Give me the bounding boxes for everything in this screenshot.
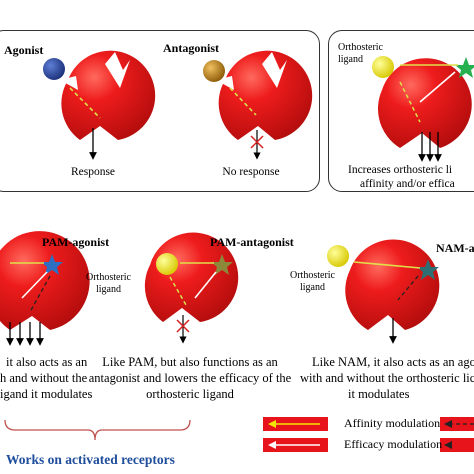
- increases-text-2: affinity and/or effica: [360, 178, 455, 190]
- efficacy-arrow-pam-agonist: [21, 271, 48, 299]
- pam-antagonist-desc-1: Like PAM, but also functions as an: [102, 355, 278, 369]
- agonist-ball: [43, 58, 65, 80]
- agonist-antagonist-panel: [0, 30, 320, 192]
- pam-agonist-desc-2: h and without the: [0, 371, 88, 385]
- agonist-response-text: Response: [70, 166, 116, 178]
- efficacy-arrow-nam: [397, 275, 419, 301]
- receptor-agonist: [60, 50, 156, 140]
- nam-agonist-desc-3: it modulates: [348, 387, 410, 401]
- pam-agonist-desc-3: igand it modulates: [0, 387, 93, 401]
- orthosteric-ligand-label: Orthosteric ligand: [338, 42, 383, 65]
- pam-antagonist-label: PAM-antagonist: [210, 235, 294, 249]
- efficacy-arrow-top: [419, 71, 456, 103]
- block-cross-icon-2: [176, 319, 190, 333]
- efficacy-legend-arrow: [263, 438, 328, 452]
- agonist-label: Agonist: [4, 43, 44, 57]
- receptor-pam: [378, 58, 472, 148]
- antagonist-signal-arrow: [229, 87, 257, 116]
- antagonist-ball: [203, 60, 225, 82]
- block-cross-icon: [250, 135, 264, 149]
- pam-antagonist-desc-2: antagonist and lowers the efficacy of th…: [88, 371, 292, 385]
- pam-panel: [328, 30, 474, 192]
- nam-agonist-desc-2: with and without the orthosteric lic: [300, 371, 474, 385]
- response-arrows-pam-agonist: [6, 322, 44, 346]
- bracket: [4, 419, 191, 441]
- efficacy-arrow-pam-antagonist: [194, 271, 217, 299]
- olive-star-icon: [211, 254, 233, 275]
- signal-arrow-pam-antagonist: [169, 276, 187, 306]
- antagonist-label: Antagonist: [163, 41, 220, 55]
- increases-text-1: Increases orthosteric li: [348, 164, 453, 176]
- teal-star-icon: [417, 259, 439, 280]
- works-on-activated-label: Works on activated receptors: [6, 452, 175, 467]
- pam-antagonist-desc-3: orthosteric ligand: [146, 387, 234, 401]
- receptor-antagonist: [216, 50, 313, 140]
- antagonist-response-text: No response: [222, 166, 280, 178]
- efficacy-legend-label: Efficacy modulation: [344, 437, 443, 451]
- green-star-icon: [455, 57, 474, 78]
- signal-arrow-top: [399, 81, 421, 123]
- affinity-legend-arrow: [263, 417, 328, 431]
- pam-antagonist-ligand-label: Orthosteric ligand: [86, 272, 131, 295]
- pam-agonist-label: PAM-agonist: [42, 235, 110, 249]
- affinity-arrow-nam: [353, 261, 421, 269]
- nam-agonist-label: NAM-a: [436, 241, 474, 255]
- receptor-pam-agonist: [0, 231, 90, 330]
- nam-agonist-desc-1: Like NAM, it also acts as an ago: [312, 355, 474, 369]
- affinity-legend-label: Affinity modulation: [344, 416, 441, 430]
- response-arrows-top: [418, 132, 442, 162]
- blue-star-icon: [41, 254, 63, 275]
- nam-agonist-ligand-label: Orthosteric ligand: [290, 270, 335, 293]
- orthosteric-ligand-ball-pam-antagonist: [156, 253, 178, 275]
- agonist-signal-arrow: [69, 87, 101, 119]
- orthosteric-ligand-ball-nam: [327, 245, 349, 267]
- third-legend-arrow: [440, 417, 474, 452]
- orthosteric-ligand-ball: [372, 56, 394, 78]
- pam-agonist-desc-1: it also acts as an: [6, 355, 88, 369]
- receptor-nam-agonist: [345, 239, 440, 330]
